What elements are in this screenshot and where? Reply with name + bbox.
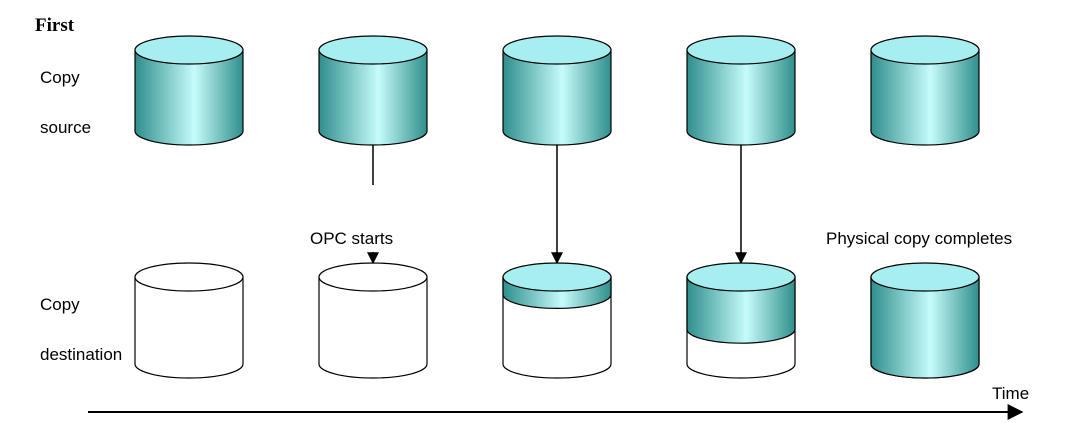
source-cylinder xyxy=(134,35,244,146)
destination-cylinder-body xyxy=(318,276,428,379)
physical-copy-completes-label: Physical copy completes xyxy=(826,229,1012,248)
step-3 xyxy=(502,35,612,379)
destination-cylinder-top xyxy=(502,262,612,292)
destination-cylinder xyxy=(686,262,796,379)
destination-copied-portion xyxy=(870,276,980,379)
destination-row-label-line1: Copy xyxy=(40,295,80,314)
source-cylinder-top xyxy=(686,35,796,65)
source-cylinder xyxy=(502,35,612,146)
destination-copied-portion xyxy=(686,276,796,344)
destination-cylinder xyxy=(318,262,428,379)
source-row-label-line1: Copy xyxy=(40,68,80,87)
destination-cylinder-top xyxy=(318,262,428,292)
destination-cylinder xyxy=(502,262,612,379)
step-2 xyxy=(318,35,428,379)
destination-cylinder-top xyxy=(134,262,244,292)
source-cylinder-body xyxy=(134,49,244,146)
destination-row-label-line2: destination xyxy=(40,345,122,364)
destination-cylinder xyxy=(134,262,244,379)
source-cylinder-top xyxy=(318,35,428,65)
step-1 xyxy=(134,35,244,379)
destination-cylinder-top xyxy=(870,262,980,292)
source-cylinder xyxy=(686,35,796,146)
source-cylinder-body xyxy=(318,49,428,146)
copy-steps xyxy=(134,35,980,379)
destination-cylinder-top xyxy=(686,262,796,292)
source-cylinder-top xyxy=(502,35,612,65)
source-cylinder-body xyxy=(686,49,796,146)
source-row-label-line2: source xyxy=(40,118,91,137)
source-cylinder-top xyxy=(870,35,980,65)
time-axis-label: Time xyxy=(992,384,1029,403)
source-cylinder xyxy=(318,35,428,146)
step-4 xyxy=(686,35,796,379)
destination-cylinder-body xyxy=(134,276,244,379)
diagram-title: First xyxy=(35,15,75,36)
source-cylinder-body xyxy=(870,49,980,146)
source-cylinder xyxy=(870,35,980,146)
opc-starts-label: OPC starts xyxy=(310,229,393,248)
destination-cylinder xyxy=(870,262,980,379)
source-cylinder-top xyxy=(134,35,244,65)
step-5 xyxy=(870,35,980,379)
source-cylinder-body xyxy=(502,49,612,146)
